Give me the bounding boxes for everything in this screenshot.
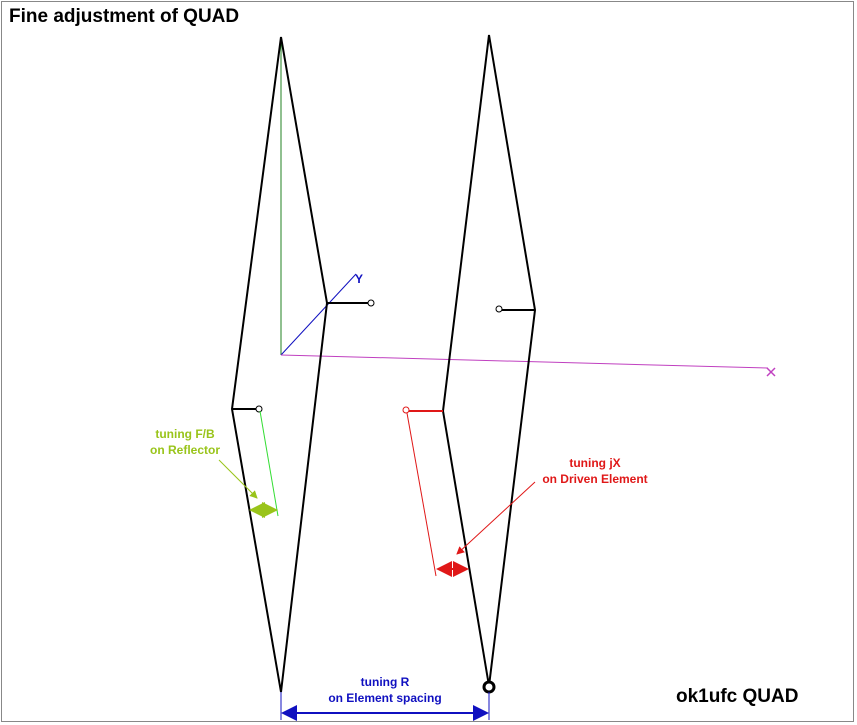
- driven-stub-lower-end: [402, 406, 410, 414]
- reflector-tuning-line: [259, 410, 279, 517]
- reflector-annotation-line2: on Reflector: [149, 443, 220, 457]
- reflector-stub-lower-end: [255, 405, 263, 413]
- reflector-stub-upper-end: [367, 299, 375, 307]
- reflector-annotation-line1: tuning F/B: [155, 427, 215, 441]
- x-axis: [280, 354, 769, 369]
- driven-pointer: [456, 481, 536, 555]
- y-axis-label: Y: [355, 272, 364, 286]
- x-axis-end-marker: [766, 367, 776, 377]
- diagram-title: Fine adjustment of QUAD: [9, 6, 240, 27]
- brand-label: ok1ufc QUAD: [676, 686, 799, 707]
- spacing-annotation-line2: on Element spacing: [328, 691, 442, 705]
- driven-annotation: tuning jX on Driven Element: [520, 455, 670, 487]
- driven-annotation-line1: tuning jX: [569, 456, 621, 470]
- y-axis: [280, 273, 357, 356]
- spacing-annotation-line1: tuning R: [360, 675, 410, 689]
- driven-stub-upper-end: [495, 305, 503, 313]
- spacing-annotation: tuning R on Element spacing: [310, 674, 460, 706]
- reflector-annotation: tuning F/B on Reflector: [130, 426, 240, 458]
- driven-annotation-line2: on Driven Element: [542, 472, 648, 486]
- driven-tuning-line: [406, 412, 437, 577]
- feed-point: [482, 680, 496, 694]
- reflector-pointer: [218, 459, 258, 499]
- reflector-loop: [230, 36, 329, 693]
